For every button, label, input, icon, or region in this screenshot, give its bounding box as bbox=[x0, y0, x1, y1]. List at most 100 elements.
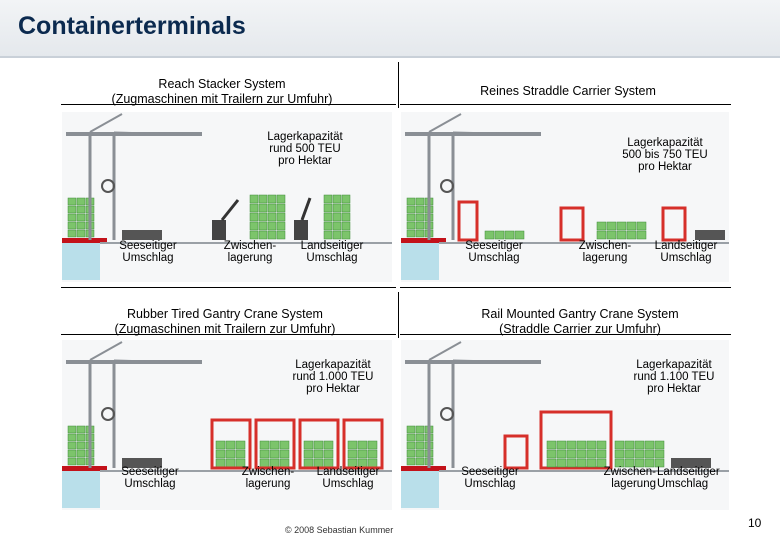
storage-container bbox=[341, 221, 351, 231]
ship-container bbox=[406, 425, 416, 434]
quay-edge bbox=[401, 466, 446, 471]
storage-container bbox=[586, 449, 597, 459]
reach-stacker-title-line1: Reach Stacker System bbox=[158, 77, 286, 91]
ship-container bbox=[76, 433, 86, 442]
rtg-crane bbox=[298, 418, 340, 470]
truck bbox=[122, 458, 162, 468]
storage-container bbox=[636, 230, 647, 240]
storage-container bbox=[341, 203, 351, 213]
storage-container bbox=[341, 212, 351, 222]
ground-line bbox=[100, 470, 392, 472]
ship-container bbox=[67, 433, 77, 442]
reach-stacker bbox=[294, 220, 308, 240]
storage-container bbox=[332, 194, 342, 204]
storage-container bbox=[644, 458, 655, 468]
storage-container bbox=[614, 440, 625, 450]
storage-container bbox=[556, 449, 567, 459]
ship-container bbox=[406, 457, 416, 466]
reach-stacker-label-storage: Zwischen-lagerung bbox=[223, 240, 277, 264]
storage-container bbox=[235, 440, 246, 450]
storage-container bbox=[504, 230, 515, 240]
storage-container bbox=[323, 221, 333, 231]
storage-container bbox=[323, 212, 333, 222]
storage-container bbox=[624, 449, 635, 459]
reach-stacker-bottom-rule bbox=[61, 287, 396, 288]
ship-container bbox=[415, 205, 425, 214]
title-rule bbox=[0, 56, 780, 58]
truck bbox=[122, 230, 162, 240]
quay-crane-reel bbox=[440, 179, 454, 193]
reach-stacker-title: Reach Stacker System (Zugmaschinen mit T… bbox=[72, 77, 372, 107]
storage-container bbox=[332, 203, 342, 213]
storage-container bbox=[267, 203, 277, 213]
ship-container bbox=[76, 425, 86, 434]
copyright-notice: © 2008 Sebastian Kummer bbox=[285, 525, 394, 535]
storage-container bbox=[259, 449, 270, 459]
storage-container bbox=[323, 449, 334, 459]
ship-container bbox=[67, 457, 77, 466]
storage-container bbox=[267, 194, 277, 204]
storage-container bbox=[249, 194, 259, 204]
storage-container bbox=[616, 230, 627, 240]
water bbox=[401, 242, 439, 280]
storage-container bbox=[267, 221, 277, 231]
title-bar: Containerterminals bbox=[0, 0, 780, 58]
storage-container bbox=[596, 221, 607, 231]
scene-background bbox=[401, 112, 729, 282]
ship-container bbox=[415, 433, 425, 442]
storage-container bbox=[267, 212, 277, 222]
storage-container bbox=[341, 194, 351, 204]
rtg-title: Rubber Tired Gantry Crane System (Zugmas… bbox=[60, 307, 390, 337]
storage-container bbox=[215, 449, 226, 459]
storage-container bbox=[347, 449, 358, 459]
reach-stacker-capacity: Lagerkapazität rund 500 TEU pro Hektar bbox=[267, 131, 343, 167]
ship-container bbox=[406, 205, 416, 214]
storage-container bbox=[596, 458, 607, 468]
storage-container bbox=[596, 440, 607, 450]
ship-container bbox=[76, 197, 86, 206]
storage-container bbox=[215, 440, 226, 450]
page-title: Containerterminals bbox=[18, 12, 246, 40]
storage-container bbox=[258, 194, 268, 204]
storage-container bbox=[566, 458, 577, 468]
storage-container bbox=[576, 449, 587, 459]
ground-line bbox=[439, 470, 729, 472]
storage-container bbox=[279, 449, 290, 459]
straddle-carrier bbox=[559, 206, 585, 242]
storage-container bbox=[654, 449, 665, 459]
water bbox=[62, 242, 100, 280]
ship-container bbox=[67, 425, 77, 434]
quay-crane-stay bbox=[89, 341, 123, 361]
storage-container bbox=[276, 203, 286, 213]
storage-container bbox=[626, 230, 637, 240]
scene-background bbox=[401, 340, 729, 510]
ship-container bbox=[67, 221, 77, 230]
straddle-carrier-capacity: Lagerkapazität 500 bis 750 TEU pro Hekta… bbox=[622, 137, 708, 173]
ship-container bbox=[415, 229, 425, 238]
storage-container bbox=[644, 440, 655, 450]
ship-container bbox=[67, 449, 77, 458]
quay-crane-stay bbox=[452, 359, 532, 363]
straddle-carrier bbox=[503, 434, 529, 470]
truck bbox=[695, 230, 725, 240]
ship-container bbox=[406, 197, 416, 206]
ship-container bbox=[406, 449, 416, 458]
storage-container bbox=[494, 230, 505, 240]
quay-crane-reel bbox=[101, 179, 115, 193]
storage-container bbox=[323, 194, 333, 204]
quay-crane-stay bbox=[89, 113, 123, 133]
quay-crane-stay bbox=[113, 359, 193, 363]
ship-container bbox=[415, 449, 425, 458]
storage-container bbox=[225, 449, 236, 459]
ship-container bbox=[76, 449, 86, 458]
storage-container bbox=[341, 230, 351, 240]
storage-container bbox=[614, 449, 625, 459]
storage-container bbox=[323, 203, 333, 213]
water bbox=[401, 470, 439, 508]
storage-container bbox=[654, 458, 665, 468]
